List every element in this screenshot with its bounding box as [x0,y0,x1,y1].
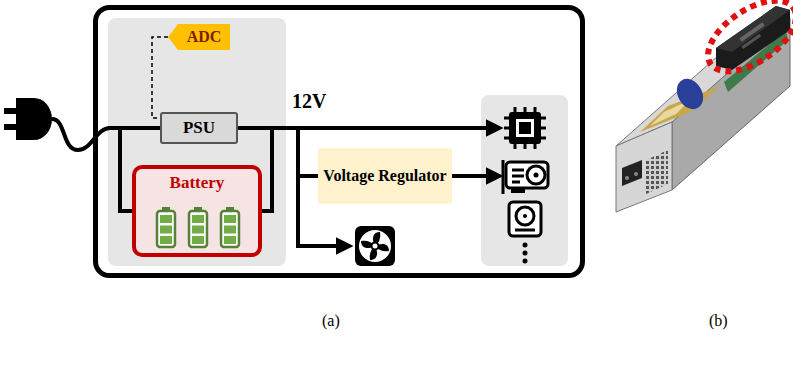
fan-icon [355,226,395,266]
load-panel [481,95,568,266]
plug-icon [4,98,110,150]
gpu-icon [503,160,548,194]
psu-photo [616,0,793,212]
node-label: Voltage Regulator [323,167,446,185]
battery-wire-left [120,128,132,211]
adc-tag: ADC [168,24,230,50]
sense-line [152,37,168,118]
battery-box: Battery [132,165,262,257]
cpu-icon [504,107,546,149]
disk-icon [509,202,541,236]
regulator-box: Voltage Regulator [318,148,452,204]
battery-cells [147,205,247,249]
more-dots [523,243,528,264]
subfigure-label: (a) [322,312,340,330]
mains-wire [108,126,160,130]
subfigure-label: (b) [709,312,728,330]
node-label: Battery [170,174,225,193]
psu-panel [108,18,286,266]
outer-frame [96,8,583,276]
node-label: PSU [183,119,215,138]
psu-box: PSU [160,112,238,144]
node-label: ADC [187,28,222,46]
voltage-label: 12V [292,90,326,113]
